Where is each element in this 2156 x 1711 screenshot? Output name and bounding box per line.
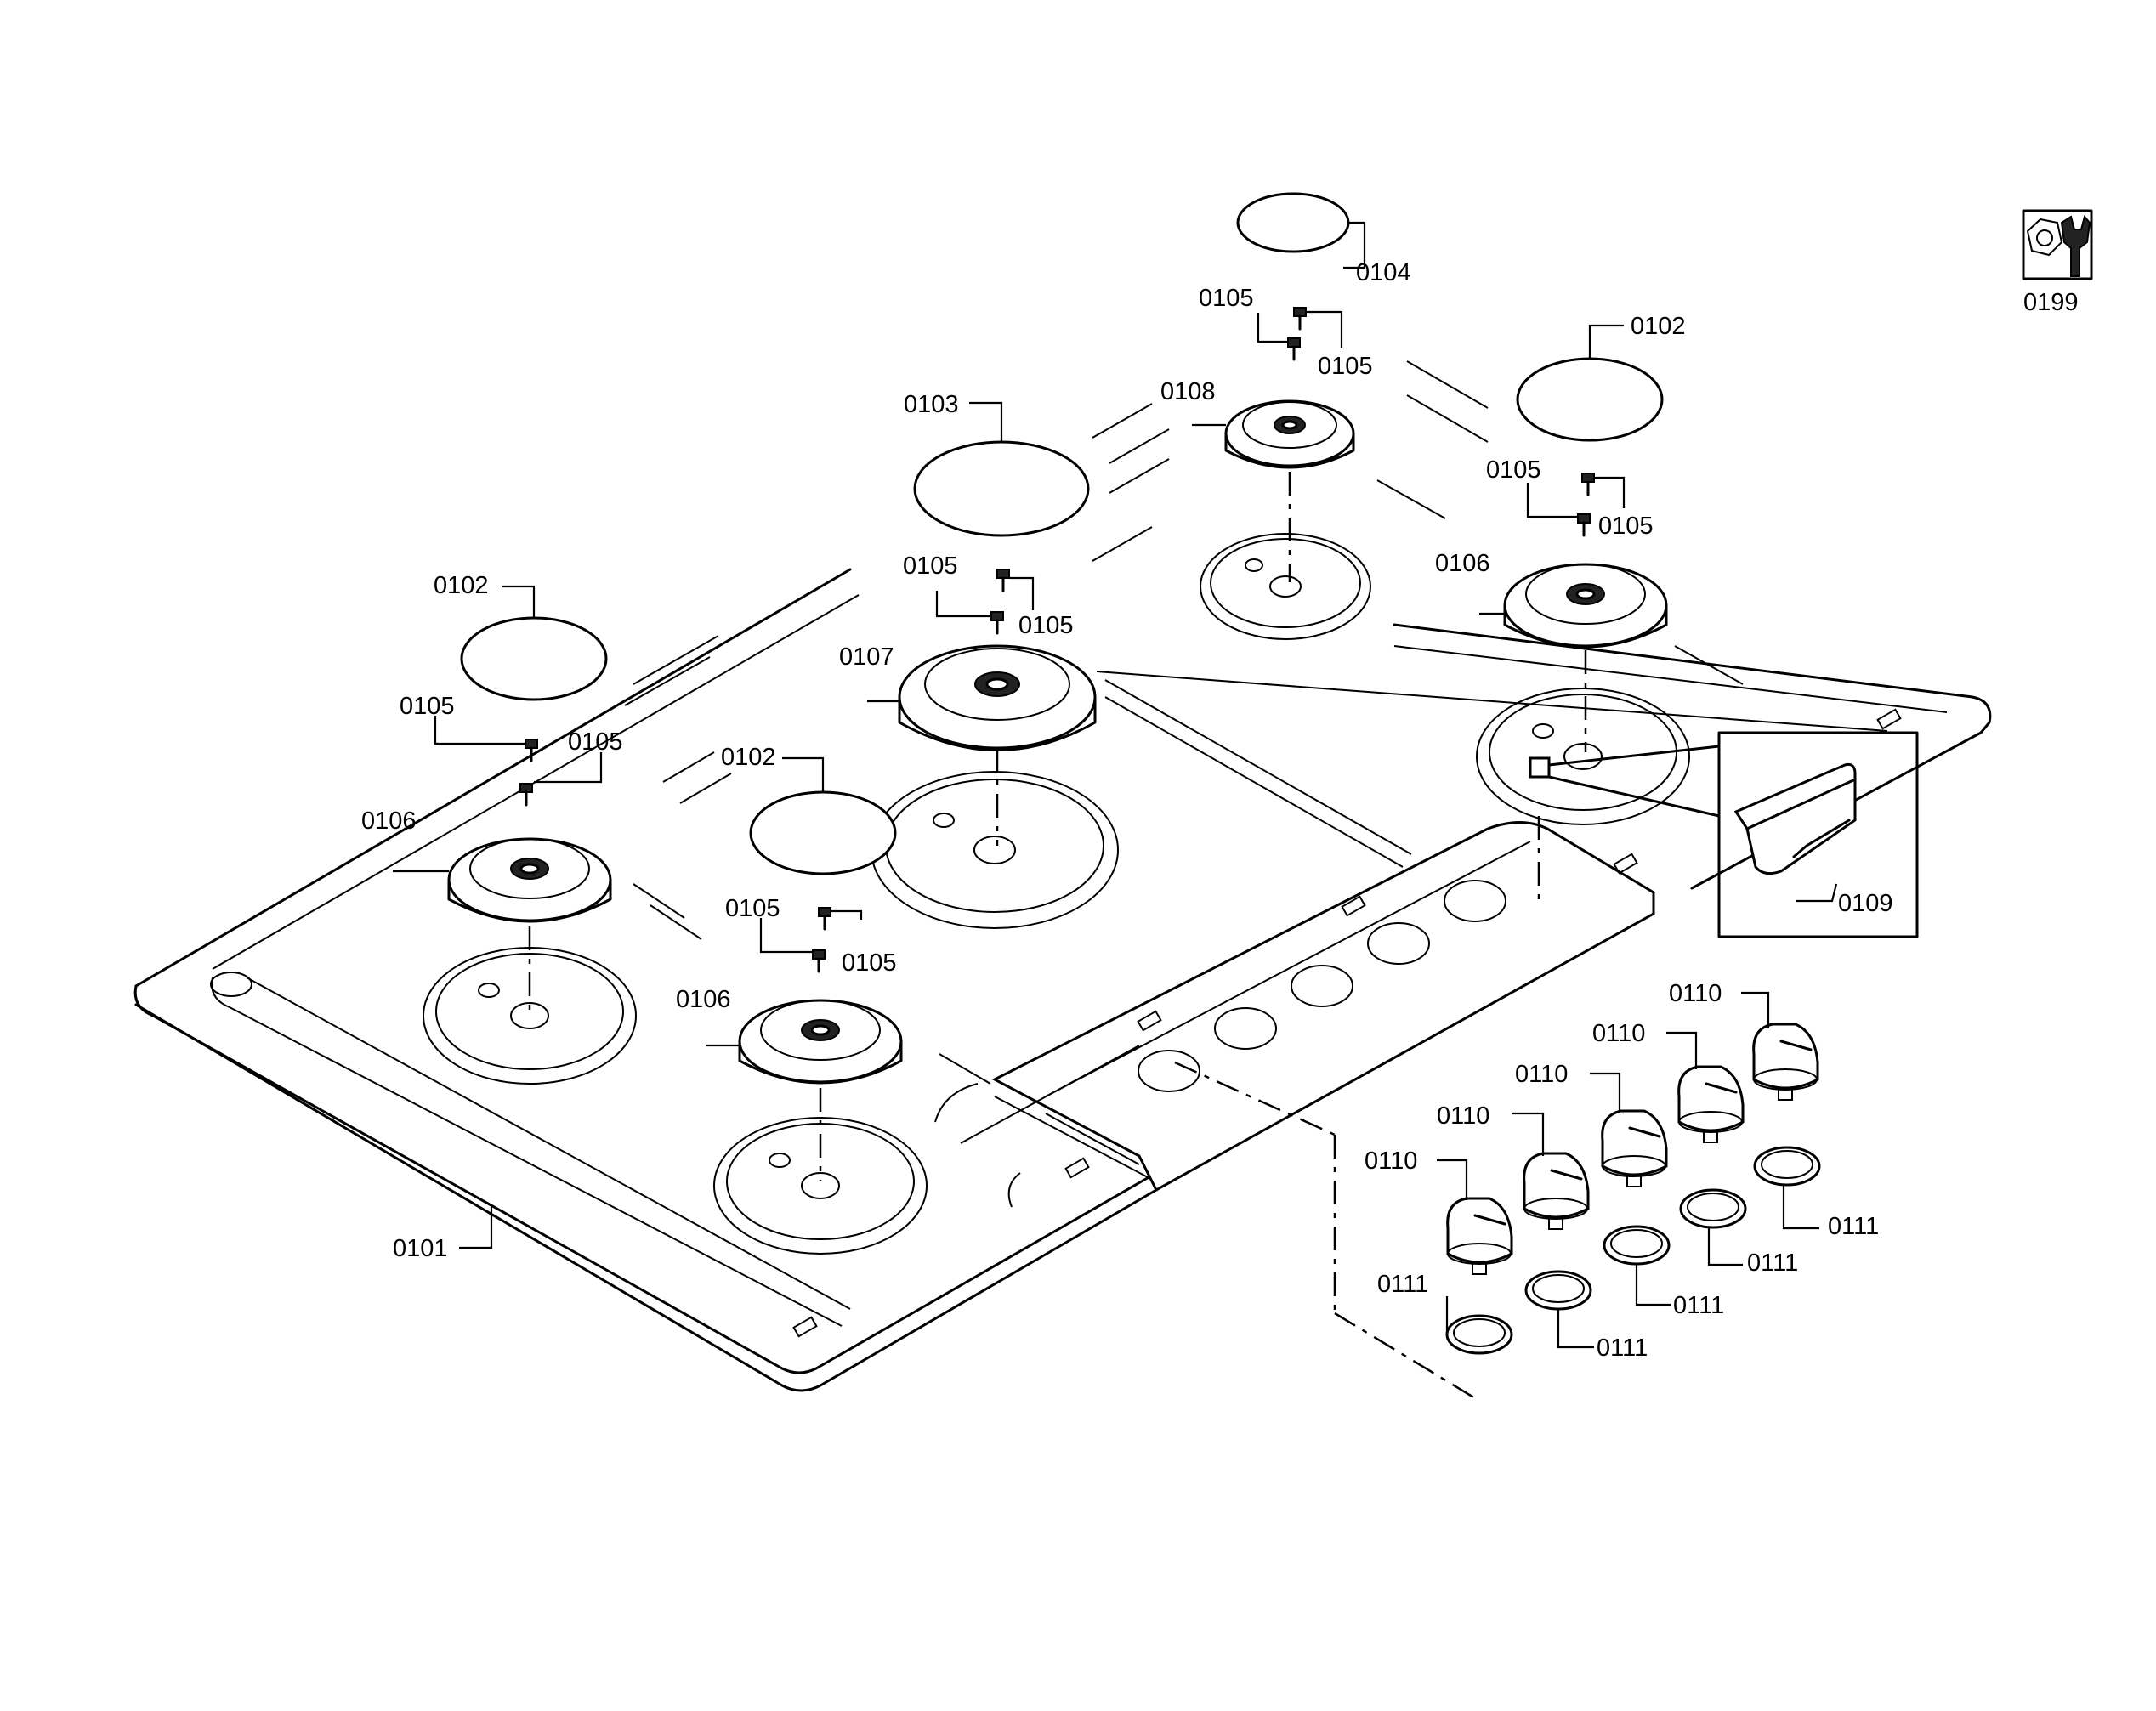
leader-lines [393,221,1838,1349]
label-0105-right-a: 0105 [1486,456,1541,484]
knob-1 [1446,1197,1513,1275]
cooktop-frame-0101 [133,360,1992,1392]
label-0111-2: 0111 [1597,1334,1648,1362]
knob-2 [1523,1152,1590,1230]
knob-3 [1601,1109,1668,1187]
burner-ring-center-front-0106 [738,999,903,1085]
burner-ring-center-0107 [898,644,1097,751]
burner-cap-0103 [913,440,1090,537]
burner-ring-left-0106 [447,837,612,923]
label-0105-rear-b: 0105 [1318,353,1373,380]
knob-5 [1752,1023,1819,1101]
label-0111-1: 0111 [1377,1271,1428,1298]
label-0105-right-b: 0105 [1598,513,1654,540]
label-0108: 0108 [1160,378,1216,405]
label-0106-left: 0106 [361,807,417,835]
nut-and-wrench-icon [2022,209,2093,280]
label-0102-left: 0102 [434,572,489,599]
label-0106-right: 0106 [1435,550,1490,577]
label-0105-left-b: 0105 [568,728,623,756]
part-labels: 0101 0102 0102 0102 0103 0104 0105 0105 … [361,259,2079,1362]
label-0111-3: 0111 [1673,1292,1724,1319]
burner-ring-rear-0108 [1224,399,1355,469]
label-0102-center: 0102 [721,744,776,771]
label-0110-5: 0110 [1669,980,1722,1007]
label-0102-right: 0102 [1631,313,1686,340]
screw-set-center [990,569,1010,635]
screw-set-left [519,739,538,807]
screw-set-rear [1287,307,1307,361]
label-0105-center-a: 0105 [903,552,958,580]
label-0109: 0109 [1838,890,1893,917]
label-0105-front-a: 0105 [725,895,780,922]
label-0101: 0101 [393,1235,448,1262]
burner-ring-right-0106 [1503,563,1668,649]
burner-base-rear-center [1200,533,1371,640]
burner-cap-0104 [1236,192,1350,253]
label-0105-rear-a: 0105 [1199,285,1254,312]
label-0104: 0104 [1356,259,1411,286]
label-0106-center: 0106 [676,986,731,1013]
burner-base-left-front [423,947,637,1085]
label-0110-3: 0110 [1515,1061,1568,1088]
burner-cap-0102-left [460,616,608,701]
burner-cap-0102-right [1516,357,1664,442]
label-0110-2: 0110 [1437,1102,1489,1130]
label-0107: 0107 [839,643,894,671]
label-0199: 0199 [2023,289,2079,316]
label-0105-center-b: 0105 [1018,612,1074,639]
label-0103: 0103 [904,391,959,418]
label-0105-left-a: 0105 [400,693,455,720]
label-0110-4: 0110 [1592,1020,1645,1047]
screw-set-center-front [812,907,831,973]
switch-detail-0109 [1529,731,1919,938]
label-0111-4: 0111 [1747,1249,1798,1277]
screw-set-right [1577,473,1595,537]
knob-4 [1677,1065,1745,1143]
burner-base-right [1476,688,1690,825]
label-0105-front-b: 0105 [842,949,897,977]
label-0111-5: 0111 [1828,1213,1879,1240]
label-0110-1: 0110 [1365,1147,1417,1175]
burner-base-center-large [871,771,1119,929]
assembly-axes [528,472,1587,1400]
burner-cap-0102-center [749,790,897,875]
